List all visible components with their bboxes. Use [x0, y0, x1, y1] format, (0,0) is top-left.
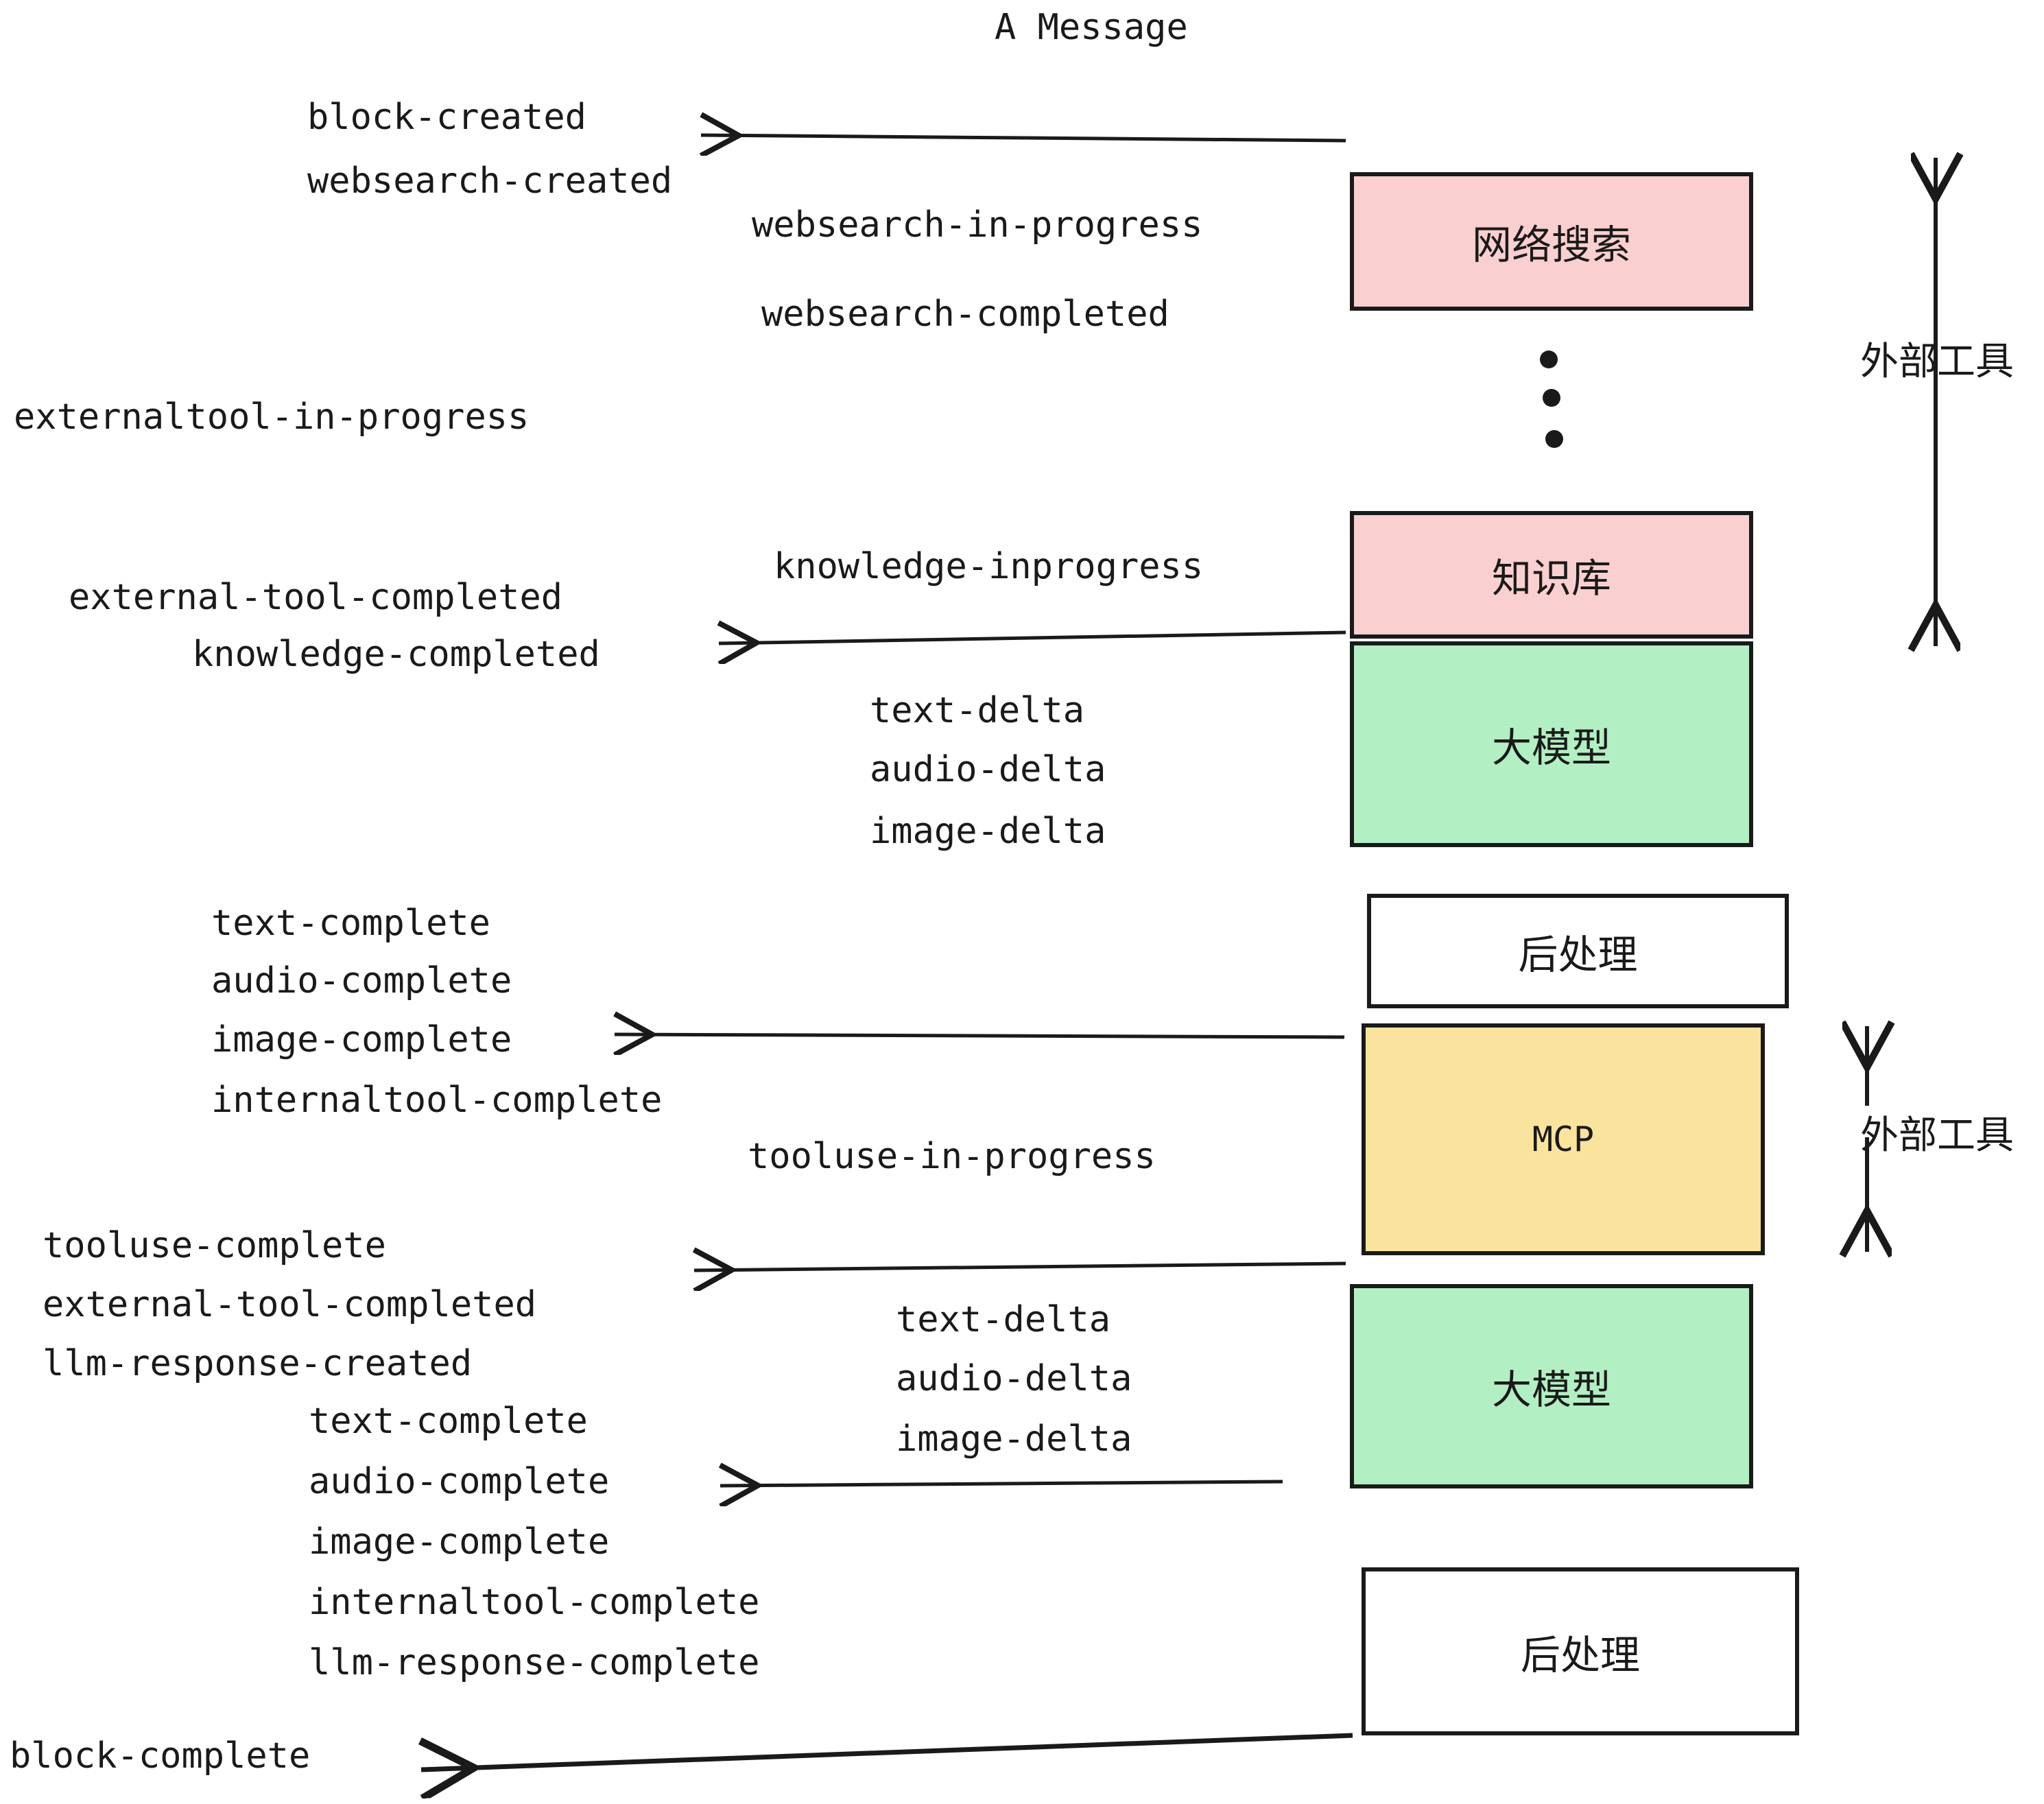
event-label-internaltool-complete-2: internaltool-complete: [309, 1582, 760, 1623]
event-label-image-complete-2: image-complete: [309, 1521, 610, 1563]
arrow-llm2-to-audio: [720, 1482, 1283, 1486]
arrow-llm1-to-image: [615, 1034, 1345, 1037]
event-label-text-complete-1: text-complete: [211, 903, 490, 944]
event-label-externaltool-in-progress: externaltool-in-progress: [14, 396, 530, 438]
external-tool-brackets: [1867, 158, 1936, 1252]
arrow-mcp-to-tooluse: [694, 1263, 1346, 1270]
event-label-llm-response-complete: llm-response-complete: [309, 1642, 760, 1683]
event-label-audio-delta-2: audio-delta: [896, 1358, 1132, 1399]
node-llm-1: 大模型: [1350, 641, 1753, 847]
event-label-websearch-created: websearch-created: [307, 161, 673, 202]
event-label-llm-response-created: llm-response-created: [43, 1343, 473, 1384]
event-label-image-delta-2: image-delta: [896, 1419, 1132, 1460]
event-label-external-tool-completed-2: external-tool-completed: [43, 1284, 537, 1325]
event-label-text-delta-2: text-delta: [896, 1299, 1111, 1340]
arrow-knowledge-to-left: [719, 632, 1346, 643]
event-label-text-complete-2: text-complete: [309, 1401, 588, 1442]
page-title: A Message: [995, 7, 1188, 48]
event-label-websearch-in-progress: websearch-in-progress: [752, 204, 1203, 246]
event-label-block-created: block-created: [307, 97, 586, 138]
event-label-image-complete-1: image-complete: [211, 1019, 512, 1060]
event-label-tooluse-complete: tooluse-complete: [43, 1225, 386, 1266]
event-label-text-delta-1: text-delta: [870, 690, 1085, 731]
event-label-external-tool-completed-1: external-tool-completed: [69, 577, 563, 618]
event-label-image-delta-1: image-delta: [870, 811, 1106, 852]
node-mcp: MCP: [1362, 1023, 1765, 1255]
event-label-block-complete: block-complete: [10, 1735, 311, 1777]
side-label-external-tools-top: 外部工具: [1860, 340, 2014, 384]
node-postprocess-2: 后处理: [1362, 1567, 1799, 1735]
side-label-external-tools-bottom: 外部工具: [1860, 1113, 2014, 1158]
event-label-tooluse-in-progress: tooluse-in-progress: [748, 1136, 1156, 1177]
event-label-audio-complete-2: audio-complete: [309, 1461, 610, 1502]
arrow-post2-to-blockcomp: [421, 1733, 1353, 1770]
node-llm-2: 大模型: [1350, 1284, 1753, 1488]
event-label-knowledge-completed: knowledge-completed: [192, 634, 600, 675]
event-label-audio-delta-1: audio-delta: [870, 749, 1106, 790]
node-knowledge: 知识库: [1350, 511, 1753, 639]
ellipsis-dot-3: [1545, 430, 1563, 448]
node-websearch: 网络搜索: [1350, 172, 1753, 311]
event-label-websearch-completed: websearch-completed: [761, 294, 1169, 335]
node-postprocess-1: 后处理: [1367, 894, 1789, 1008]
event-label-internaltool-complete-1: internaltool-complete: [211, 1080, 663, 1121]
vertical-ellipsis: [1540, 351, 1563, 448]
arrow-websearch-to-block: [701, 135, 1346, 141]
event-label-knowledge-inprogress: knowledge-inprogress: [774, 546, 1204, 587]
ellipsis-dot-2: [1543, 389, 1560, 407]
event-label-audio-complete-1: audio-complete: [211, 960, 512, 1001]
ellipsis-dot-1: [1540, 351, 1558, 368]
